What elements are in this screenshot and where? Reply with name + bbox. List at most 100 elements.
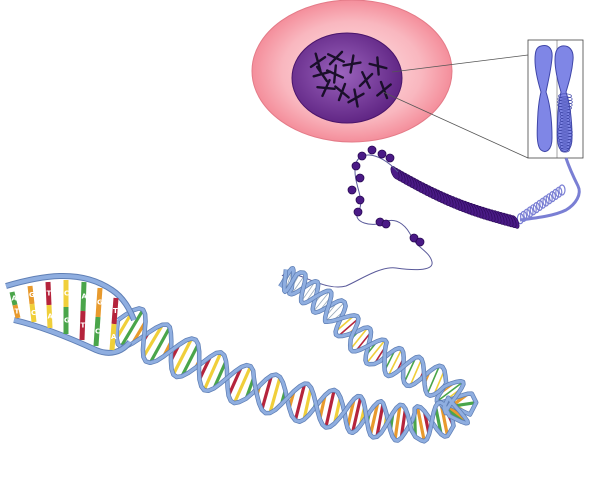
- nucleus-chromosomes: [309, 50, 392, 108]
- base-letter: G: [64, 317, 70, 325]
- helix-base-pair: [227, 366, 243, 397]
- chromatin-coil-loop: [559, 120, 571, 126]
- nucleosome: [415, 237, 425, 247]
- fiber-coil: [558, 184, 566, 196]
- chromatid-smooth: [534, 45, 553, 152]
- chromatin-coil-loop: [557, 96, 573, 102]
- nucleus-chromosome: [347, 88, 365, 108]
- nucleus-chromosome: [368, 56, 388, 76]
- nucleosome: [353, 207, 363, 217]
- base-letter: T: [113, 307, 118, 315]
- fiber-coil: [555, 186, 563, 198]
- nucleus-chromosome: [358, 71, 374, 89]
- helix-base-pair: [291, 274, 306, 295]
- helix-base-pair: [368, 401, 380, 436]
- fiber-coil: [526, 206, 534, 218]
- nucleosome: [377, 149, 387, 159]
- chromatin-coil-loop: [560, 147, 570, 153]
- helix-base-pair: [142, 323, 164, 358]
- nucleosome: [347, 185, 357, 195]
- fiber-coil: [532, 202, 541, 214]
- helix-base-pair: [293, 383, 307, 421]
- ladder-rail-bottom: [13, 318, 132, 355]
- chromatin-coil-loop: [560, 144, 570, 150]
- chromatin-coil-loop: [558, 123, 572, 129]
- nucleus-chromosome: [312, 65, 332, 83]
- dna-double-helix: [114, 266, 479, 444]
- base-letter: A: [12, 295, 18, 303]
- chromatin-coil-loop: [557, 129, 573, 135]
- fiber-coils: [516, 184, 566, 225]
- chromatid-coiled-detail: [557, 93, 573, 153]
- nucleosome: [351, 161, 361, 171]
- chromosome-detail: [527, 39, 584, 159]
- fiber-coil: [542, 195, 550, 207]
- helix-base-pair: [375, 402, 385, 438]
- fiber-coil: [539, 197, 547, 209]
- chromatin-fiber: [281, 145, 581, 288]
- nucleus-chromosome: [309, 52, 327, 72]
- nucleus-chromosome: [342, 54, 362, 74]
- callout-line-bottom: [382, 91, 529, 159]
- helix-base-pair: [148, 326, 172, 364]
- nucleus-chromosome: [327, 50, 345, 66]
- helix-base-pair: [212, 360, 228, 389]
- base-letter: A: [82, 293, 88, 301]
- nucleosome: [367, 145, 377, 155]
- nucleosome: [357, 151, 367, 161]
- helix-base-pair: [260, 375, 274, 411]
- helix-base-pair: [337, 317, 359, 337]
- helix-base-pair: [324, 389, 336, 428]
- chromatin-coil-loop: [558, 138, 572, 144]
- fiber-coil: [529, 204, 537, 216]
- fiber-coil: [548, 191, 557, 203]
- nucleosome: [355, 195, 365, 205]
- helix-base-pair: [300, 280, 316, 302]
- helix-base-pair: [426, 365, 441, 395]
- fiber-coil: [516, 213, 525, 225]
- helix-base-pair: [313, 290, 331, 313]
- helix-base-pair: [302, 387, 313, 420]
- chromatin-coil-loop: [557, 99, 573, 105]
- base-letter: C: [64, 290, 69, 298]
- ladder-base: [29, 303, 37, 323]
- ladder-base: [95, 287, 103, 318]
- ladder-rail-top: [5, 273, 136, 321]
- chromatin-coil-loop: [559, 141, 571, 147]
- chromatin-coil-loop: [558, 105, 572, 111]
- ladder-base: [93, 316, 101, 347]
- base-letter: C: [31, 309, 36, 317]
- helix-base-pair: [365, 339, 386, 364]
- ladder-base: [12, 304, 21, 319]
- ladder-base: [109, 323, 117, 351]
- base-letter: T: [81, 322, 86, 330]
- ladder-base: [9, 291, 18, 306]
- chromatin-coil-loop: [557, 135, 573, 141]
- fiber-coil: [523, 208, 531, 220]
- nucleosome: [409, 233, 419, 243]
- helix-backbone-b: [117, 269, 470, 443]
- helix-base-pair: [350, 396, 363, 434]
- chromatin-coil-loop: [558, 108, 572, 114]
- chromatin-coil-loop: [558, 93, 572, 99]
- helix-base-pair: [325, 301, 345, 323]
- ladder-base: [46, 304, 53, 329]
- fiber-coil: [551, 188, 560, 200]
- thin-fiber-loop: [281, 154, 433, 288]
- helix-base-pair: [399, 408, 408, 439]
- base-letter: A: [48, 313, 54, 321]
- fiber-coil: [535, 199, 544, 211]
- ladder-base: [79, 310, 86, 341]
- ladder-base: [111, 297, 119, 325]
- helix-base-pair: [180, 343, 200, 378]
- helix-base-pair: [433, 369, 446, 396]
- helix-base-pair: [119, 308, 145, 348]
- helix-base-pair: [409, 358, 423, 387]
- fiber-coil: [519, 210, 528, 222]
- cell: [251, 0, 453, 143]
- helix-base-pair: [433, 406, 443, 435]
- helix-base-pair: [393, 404, 402, 441]
- base-letter: A: [111, 333, 117, 341]
